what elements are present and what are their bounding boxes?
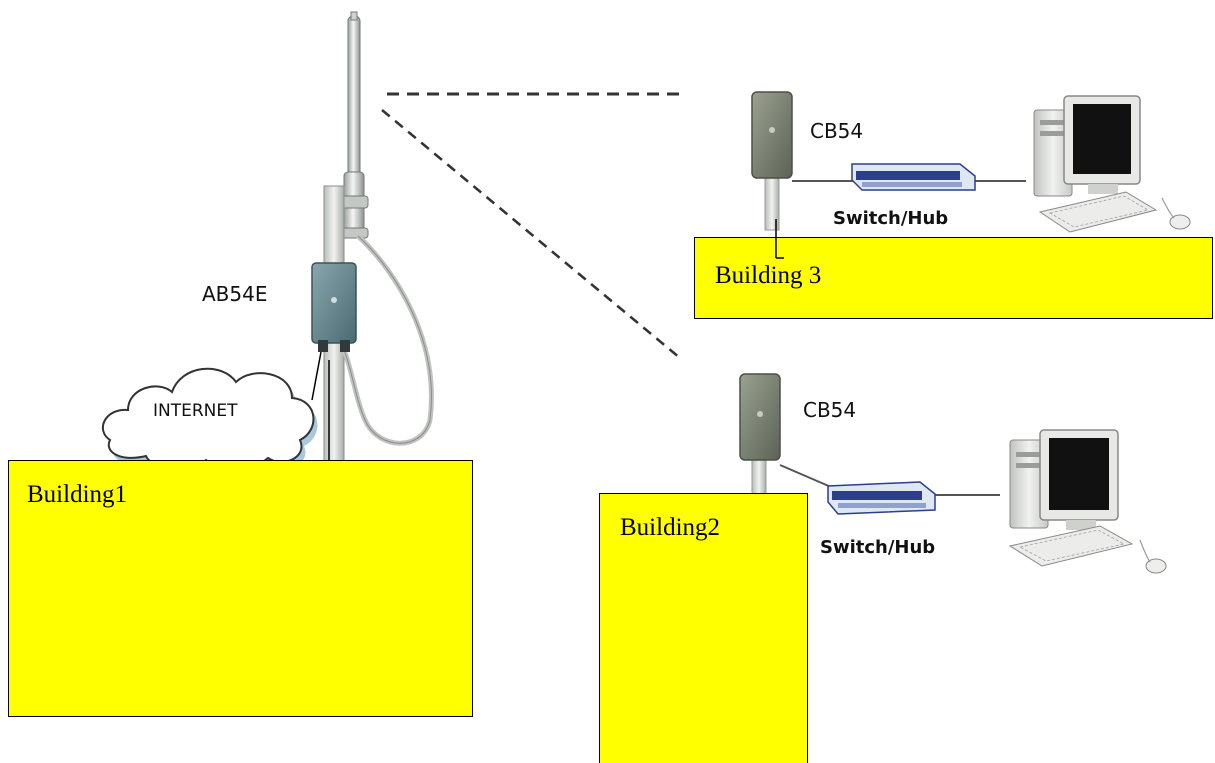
mouse-bottom-icon <box>1139 539 1167 574</box>
building3-box: Building 3 <box>694 237 1213 319</box>
building1-label: Building1 <box>27 481 128 508</box>
switch-top-icon <box>851 163 976 191</box>
cb54-top-access-point-icon <box>751 91 793 231</box>
mouse-top-icon <box>1161 197 1191 230</box>
building2-label: Building2 <box>620 514 721 541</box>
antenna-cable <box>341 234 434 446</box>
computer-top-icon <box>1033 95 1141 197</box>
ab54e-label: AB54E <box>202 282 268 306</box>
building3-label: Building 3 <box>715 262 822 289</box>
building2-box: Building2 <box>599 493 808 763</box>
switch-top-label: Switch/Hub <box>833 208 948 229</box>
internet-label: INTERNET <box>153 401 238 421</box>
cb54-bottom-label: CB54 <box>803 398 856 422</box>
ethernet-cable-ab54e <box>311 351 322 401</box>
cb54-top-label: CB54 <box>810 119 863 143</box>
computer-bottom-icon <box>1009 429 1119 530</box>
keyboard-top-icon <box>1038 191 1158 233</box>
switch-bottom-label: Switch/Hub <box>820 537 935 558</box>
wireless-link-to-building2 <box>381 109 681 359</box>
switch-bottom-icon <box>827 481 936 515</box>
building1-box: Building1 <box>8 460 473 717</box>
cloud-icon <box>101 367 318 475</box>
ab54e-access-point-icon <box>311 262 357 352</box>
keyboard-bottom-icon <box>1008 525 1134 567</box>
cb54-bottom-access-point-icon <box>739 373 781 497</box>
